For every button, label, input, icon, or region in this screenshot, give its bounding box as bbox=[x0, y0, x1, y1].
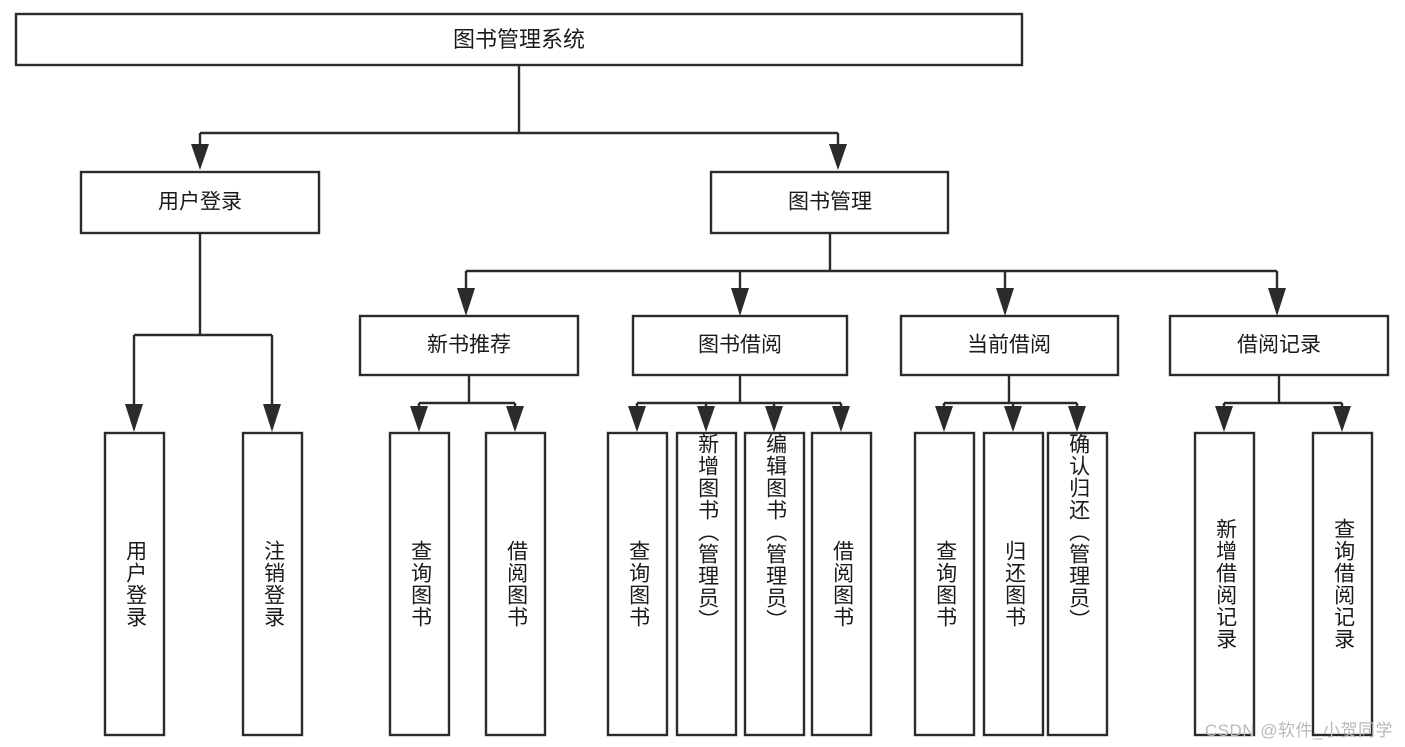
leaf-box-book-borrow-3[interactable] bbox=[810, 431, 873, 737]
arrow-head-icon bbox=[628, 406, 646, 432]
leaf-box-user-login-0[interactable] bbox=[103, 431, 166, 737]
connector-newbook-to-leaves bbox=[410, 375, 524, 432]
node-user-login[interactable]: 用户登录 bbox=[79, 170, 321, 235]
arrow-head-icon bbox=[1268, 288, 1286, 316]
leaf-box-borrow-record-1[interactable] bbox=[1311, 431, 1374, 737]
connector-bookmgmt-to-level3 bbox=[457, 233, 1286, 316]
node-book-borrow-label: 图书借阅 bbox=[698, 334, 782, 357]
node-borrow-record-label: 借阅记录 bbox=[1237, 334, 1321, 357]
connector-root-to-level2 bbox=[191, 65, 847, 170]
connector-currentborrow-to-leaves bbox=[935, 375, 1086, 432]
arrow-head-icon bbox=[1333, 406, 1351, 432]
node-new-book-recommend-label: 新书推荐 bbox=[427, 334, 511, 357]
leaf-box-book-borrow-1[interactable] bbox=[675, 431, 738, 737]
leaf-box-book-borrow-0[interactable] bbox=[606, 431, 669, 737]
leaf-box-current-borrow-2[interactable] bbox=[1046, 431, 1109, 737]
arrow-head-icon bbox=[996, 288, 1014, 316]
arrow-head-icon bbox=[263, 404, 281, 432]
connector-borrowrecord-to-leaves bbox=[1215, 375, 1351, 432]
node-book-borrow[interactable]: 图书借阅 bbox=[631, 314, 849, 377]
leaf-box-new-book-0[interactable] bbox=[388, 431, 451, 737]
leaf-box-user-login-1[interactable] bbox=[241, 431, 304, 737]
node-user-login-label: 用户登录 bbox=[158, 191, 242, 214]
node-book-management-label: 图书管理 bbox=[788, 191, 872, 214]
leaf-box-borrow-record-0[interactable] bbox=[1193, 431, 1256, 737]
arrow-head-icon bbox=[506, 406, 524, 432]
leaf-box-book-borrow-2[interactable] bbox=[743, 431, 806, 737]
node-borrow-record[interactable]: 借阅记录 bbox=[1168, 314, 1390, 377]
node-book-management[interactable]: 图书管理 bbox=[709, 170, 950, 235]
arrow-head-icon bbox=[125, 404, 143, 432]
arrow-head-icon bbox=[1004, 406, 1022, 432]
arrow-head-icon bbox=[935, 406, 953, 432]
arrow-head-icon bbox=[191, 144, 209, 170]
leaf-box-current-borrow-0[interactable] bbox=[913, 431, 976, 737]
leaf-box-current-borrow-1[interactable] bbox=[982, 431, 1045, 737]
arrow-head-icon bbox=[410, 406, 428, 432]
connector-bookborrow-to-leaves bbox=[628, 375, 850, 432]
arrow-head-icon bbox=[829, 144, 847, 170]
connector-userlogin-to-leaves bbox=[125, 233, 281, 432]
node-new-book-recommend[interactable]: 新书推荐 bbox=[358, 314, 580, 377]
watermark-text: CSDN @软件_小贺同学 bbox=[1204, 721, 1393, 740]
node-root-label: 图书管理系统 bbox=[453, 27, 585, 52]
node-root-book-management-system[interactable]: 图书管理系统 bbox=[14, 12, 1024, 67]
arrow-head-icon bbox=[832, 406, 850, 432]
arrow-head-icon bbox=[1068, 406, 1086, 432]
node-current-borrow-label: 当前借阅 bbox=[967, 334, 1051, 357]
node-current-borrow[interactable]: 当前借阅 bbox=[899, 314, 1120, 377]
arrow-head-icon bbox=[697, 406, 715, 432]
arrow-head-icon bbox=[457, 288, 475, 316]
arrow-head-icon bbox=[1215, 406, 1233, 432]
arrow-head-icon bbox=[731, 288, 749, 316]
leaf-box-new-book-1[interactable] bbox=[484, 431, 547, 737]
arrow-head-icon bbox=[765, 406, 783, 432]
